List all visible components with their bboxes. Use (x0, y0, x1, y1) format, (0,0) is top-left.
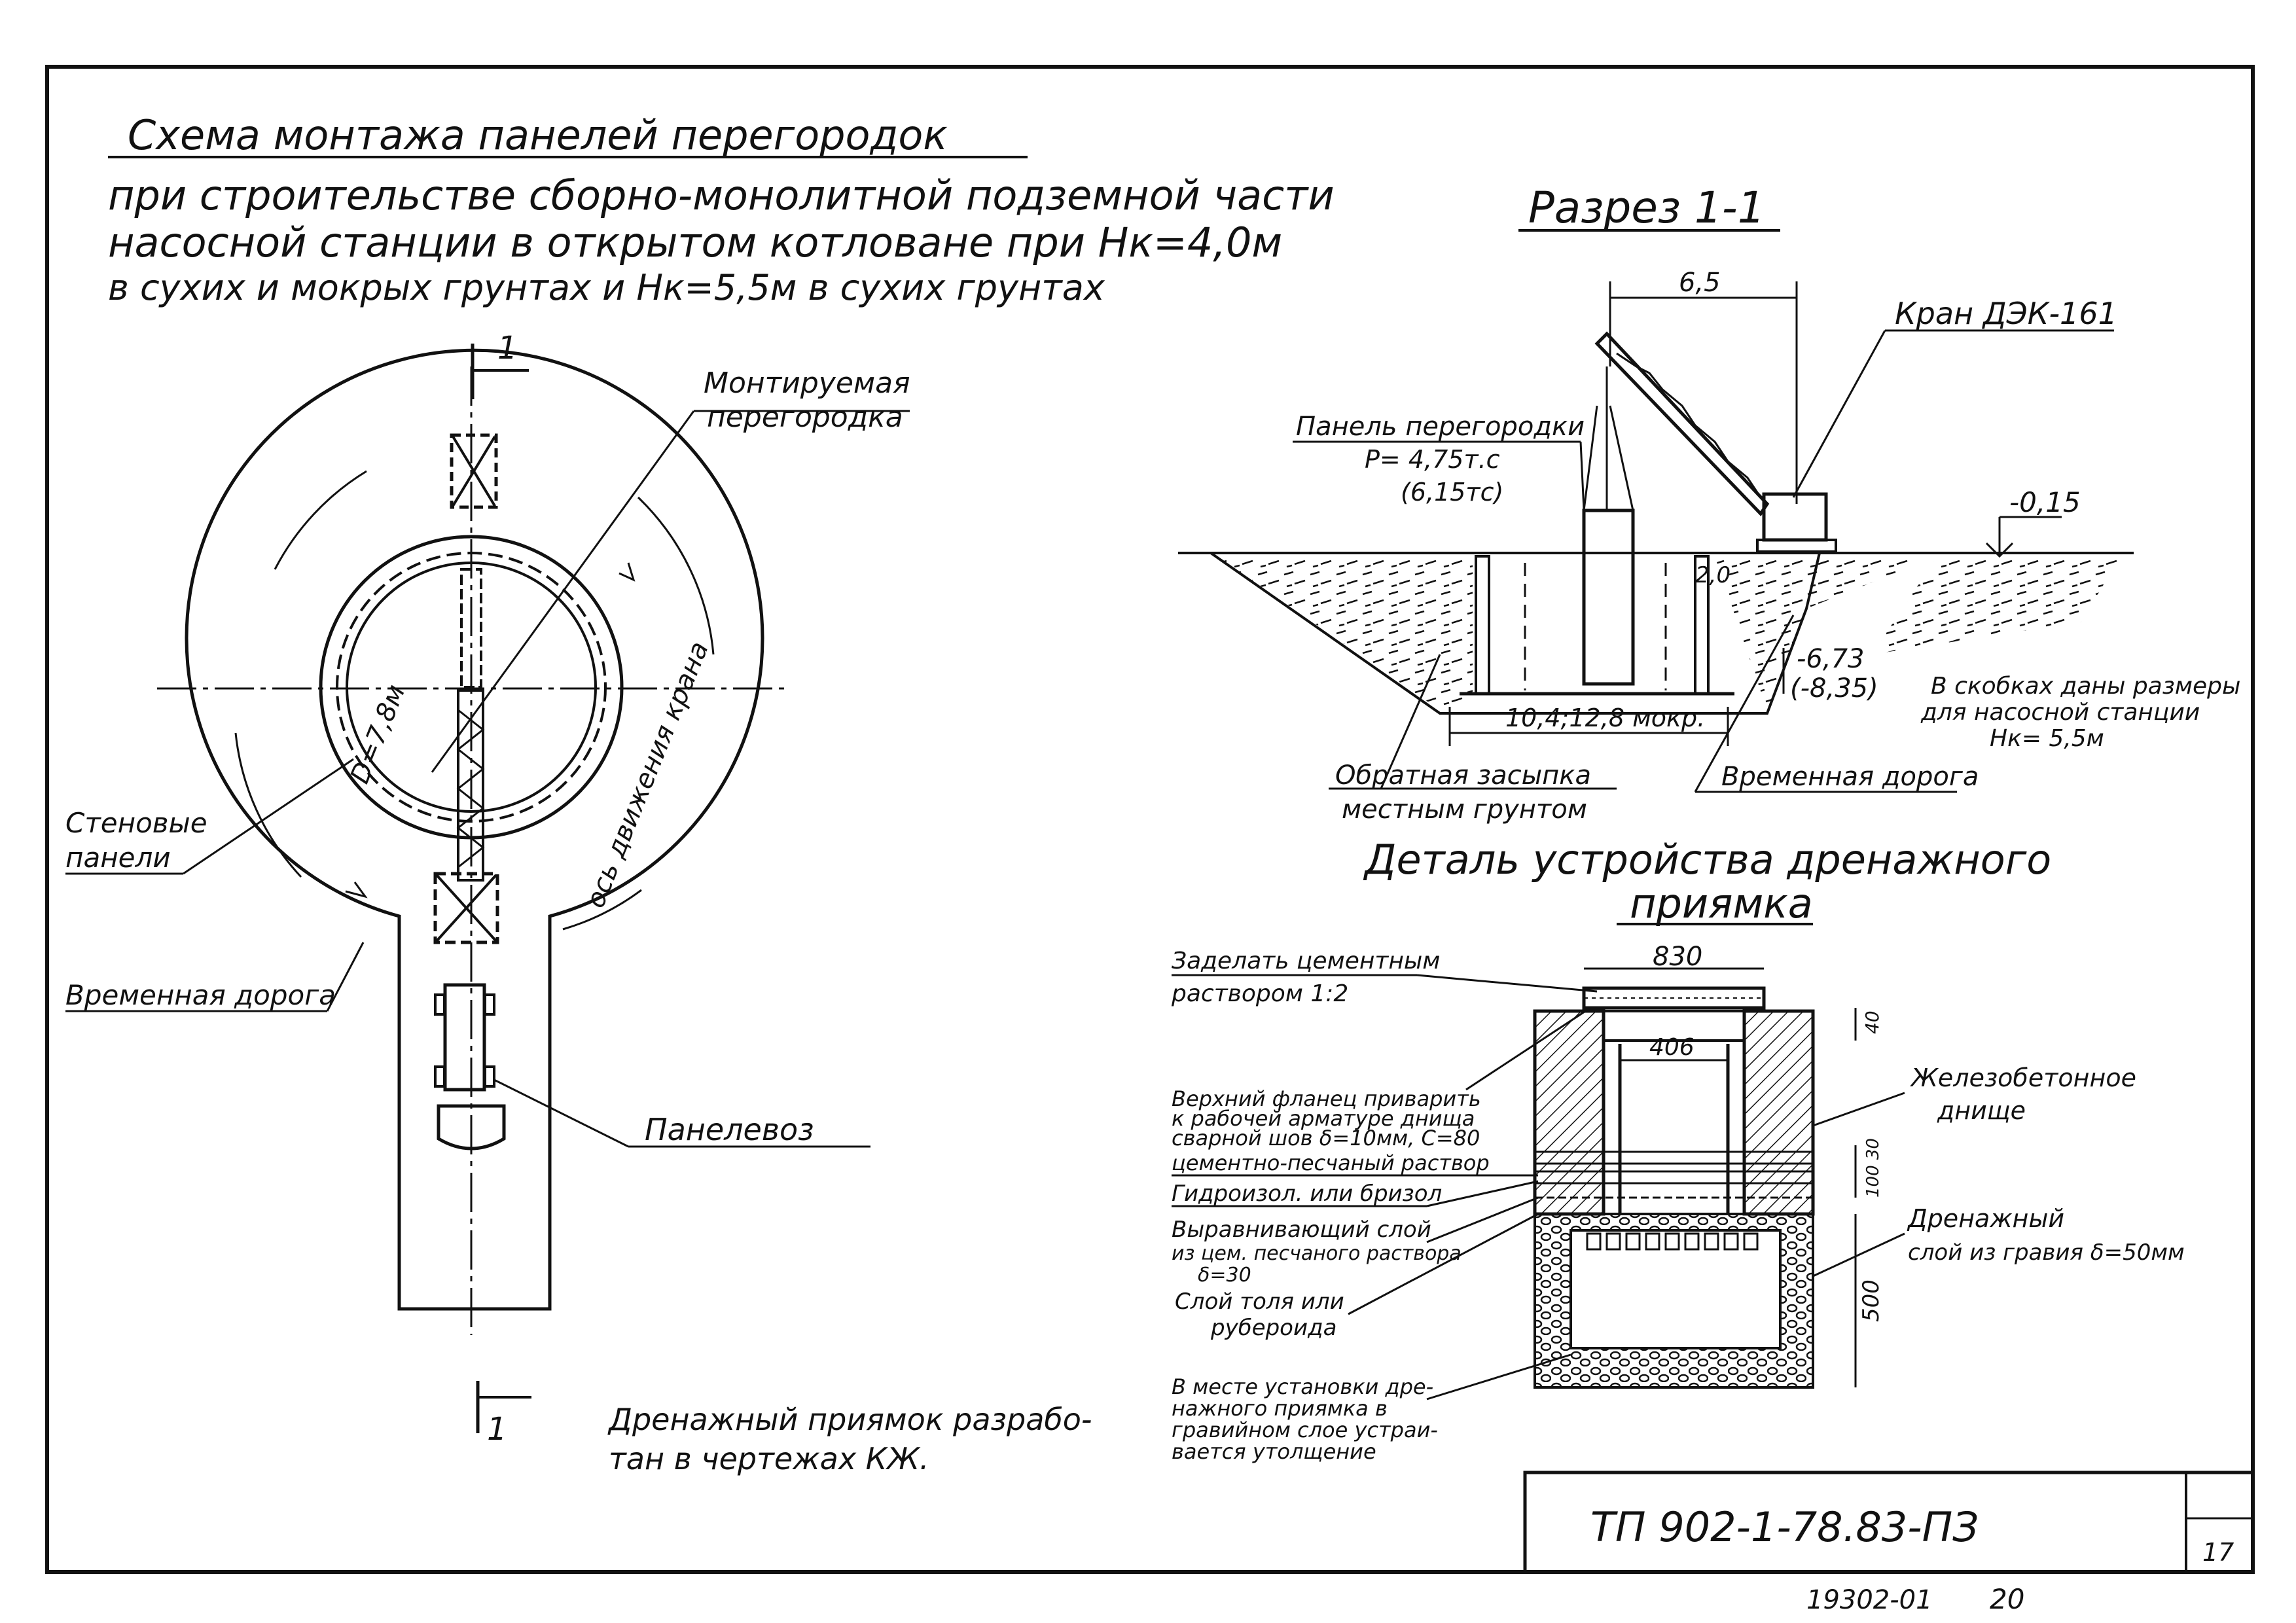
partition-panel (1582, 508, 1635, 686)
level-mark-bottom: -6,73 (-8,35) (1782, 644, 1878, 704)
label-drain-2: слой из гравия δ=50мм (1908, 1240, 2185, 1266)
pit-wall-left (1533, 1009, 1605, 1216)
crane-body (433, 872, 499, 944)
partition-panel-top (450, 433, 498, 509)
stamp-inv: 19302-01 (1806, 1585, 1933, 1615)
label-panel-truck: Панелевоз (645, 1112, 814, 1147)
label-wall-panels-1: Стеновые (65, 807, 207, 839)
label-level-3: δ=30 (1198, 1264, 1251, 1287)
label-thick-1: В месте установки дре- (1172, 1374, 1433, 1399)
title-block: Схема монтажа панелей перегородок при ст… (108, 111, 1335, 308)
detail-title-1: Деталь устройства дренажного (1363, 836, 2051, 883)
dim-500: 500 (1858, 1279, 1884, 1322)
crane-path-outline (185, 348, 764, 1311)
drawing-frame (45, 65, 2255, 1574)
dim-bottom: 10,4;12,8 мокр. (1505, 704, 1705, 732)
label-roof-1: Слой толя или (1175, 1289, 1344, 1315)
crane-boom (457, 689, 484, 882)
detail-title-2: приямка (1630, 880, 1813, 927)
bracket-note-1: В скобках даны размеры (1931, 673, 2240, 700)
label-flange-3: сварной шов δ=10мм, С=80 (1172, 1126, 1480, 1150)
label-level-2: из цем. песчаного раствора (1172, 1242, 1462, 1265)
stamp-code: ТП 902-1-78.83-ПЗ (1590, 1503, 1979, 1551)
bracket-note-2: для насосной станции (1920, 699, 2200, 726)
label-backfill-2: местным грунтом (1342, 794, 1587, 825)
svg-text:(-8,35): (-8,35) (1790, 673, 1878, 704)
label-partition-2: перегородка (707, 401, 903, 434)
label-flange-1: Верхний фланец приварить (1172, 1086, 1481, 1111)
label-level-1: Выравнивающий слой (1172, 1217, 1431, 1243)
label-road: Временная дорога (65, 979, 336, 1011)
label-rc-bottom-2: днище (1937, 1096, 2026, 1125)
label-seal-1: Заделать цементным (1172, 948, 1440, 974)
stamp-sheet: 17 (2202, 1538, 2234, 1567)
label-panel-weight: Р= 4,75т.с (1365, 445, 1500, 474)
label-seal-2: раствором 1:2 (1171, 980, 1348, 1007)
svg-text:-6,73: -6,73 (1797, 644, 1865, 674)
site-plan: 1 1 Монтируемая перегородка D=7,8м ось д… (65, 330, 1092, 1476)
label-cement: цементно-песчаный раствор (1172, 1150, 1490, 1175)
plan-note-1: Дренажный приямок разрабо- (607, 1402, 1092, 1437)
svg-text:1: 1 (497, 330, 518, 366)
section-title: Разрез 1-1 (1528, 183, 1765, 233)
dim-6-5: 6,5 (1679, 268, 1721, 298)
label-thick-3: гравийном слое устраи- (1172, 1418, 1438, 1442)
perforation-holes (1586, 1232, 1759, 1251)
dim-406: 406 (1649, 1034, 1695, 1061)
label-temp-road: Временная дорога (1721, 762, 1979, 792)
label-hydro: Гидроизол. или бризол (1172, 1181, 1442, 1207)
label-wall-panels-2: панели (65, 842, 171, 874)
svg-text:-0,15: -0,15 (2009, 486, 2081, 518)
svg-text:1: 1 (487, 1411, 507, 1448)
dim-2-0: 2,0 (1695, 562, 1731, 588)
section-mark-top: 1 (471, 330, 529, 399)
gravel-layer (1534, 1213, 1814, 1389)
label-roof-2: рубероида (1210, 1315, 1336, 1341)
label-panel: Панель перегородки (1296, 412, 1585, 442)
title-line-2: при строительстве сборно-монолитной подз… (108, 171, 1335, 219)
label-flange-2: к рабочей арматуре днища (1172, 1106, 1475, 1131)
shaft-wall-left (1475, 555, 1490, 695)
bracket-note-3: Нк= 5,5м (1990, 725, 2104, 752)
dim-40: 40 (1861, 1010, 1883, 1034)
label-panel-weight-alt: (6,15тс) (1401, 478, 1503, 507)
dim-mid: 100 30 (1863, 1138, 1883, 1198)
label-drain-1: Дренажный (1907, 1204, 2064, 1233)
panel-truck-icon (434, 983, 506, 1150)
label-thick-4: вается утолщение (1172, 1439, 1376, 1464)
title-line-3: насосной станции в открытом котловане пр… (108, 219, 1282, 266)
label-diameter: D=7,8м (345, 681, 412, 788)
label-crane-axis: ось движения крана (581, 637, 715, 912)
title-stamp: ТП 902-1-78.83-ПЗ 17 19302-01 20 (1523, 1471, 2255, 1615)
title-line-1: Схема монтажа панелей перегородок (128, 111, 948, 159)
label-backfill-1: Обратная засыпка (1335, 760, 1591, 791)
drain-pit-detail: Деталь устройства дренажного приямка (1171, 836, 2185, 1464)
dim-830: 830 (1653, 942, 1702, 972)
section-mark-bottom: 1 (476, 1381, 531, 1448)
plan-note-2: тан в чертежах КЖ. (609, 1441, 929, 1476)
label-rc-bottom-1: Железобетонное (1910, 1063, 2136, 1092)
label-partition-1: Монтируемая (704, 366, 910, 400)
stamp-page: 20 (1990, 1583, 2024, 1615)
pit-wall-right (1742, 1009, 1815, 1216)
label-thick-2: нажного приямка в (1172, 1396, 1388, 1421)
section-1-1: Разрез 1-1 6,5 Кран ДЭК-161 (1178, 183, 2240, 825)
level-mark-top: -0,15 (1985, 486, 2081, 558)
title-line-4: в сухих и мокрых грунтах и Нк=5,5м в сух… (108, 267, 1105, 308)
label-crane: Кран ДЭК-161 (1895, 296, 2117, 331)
